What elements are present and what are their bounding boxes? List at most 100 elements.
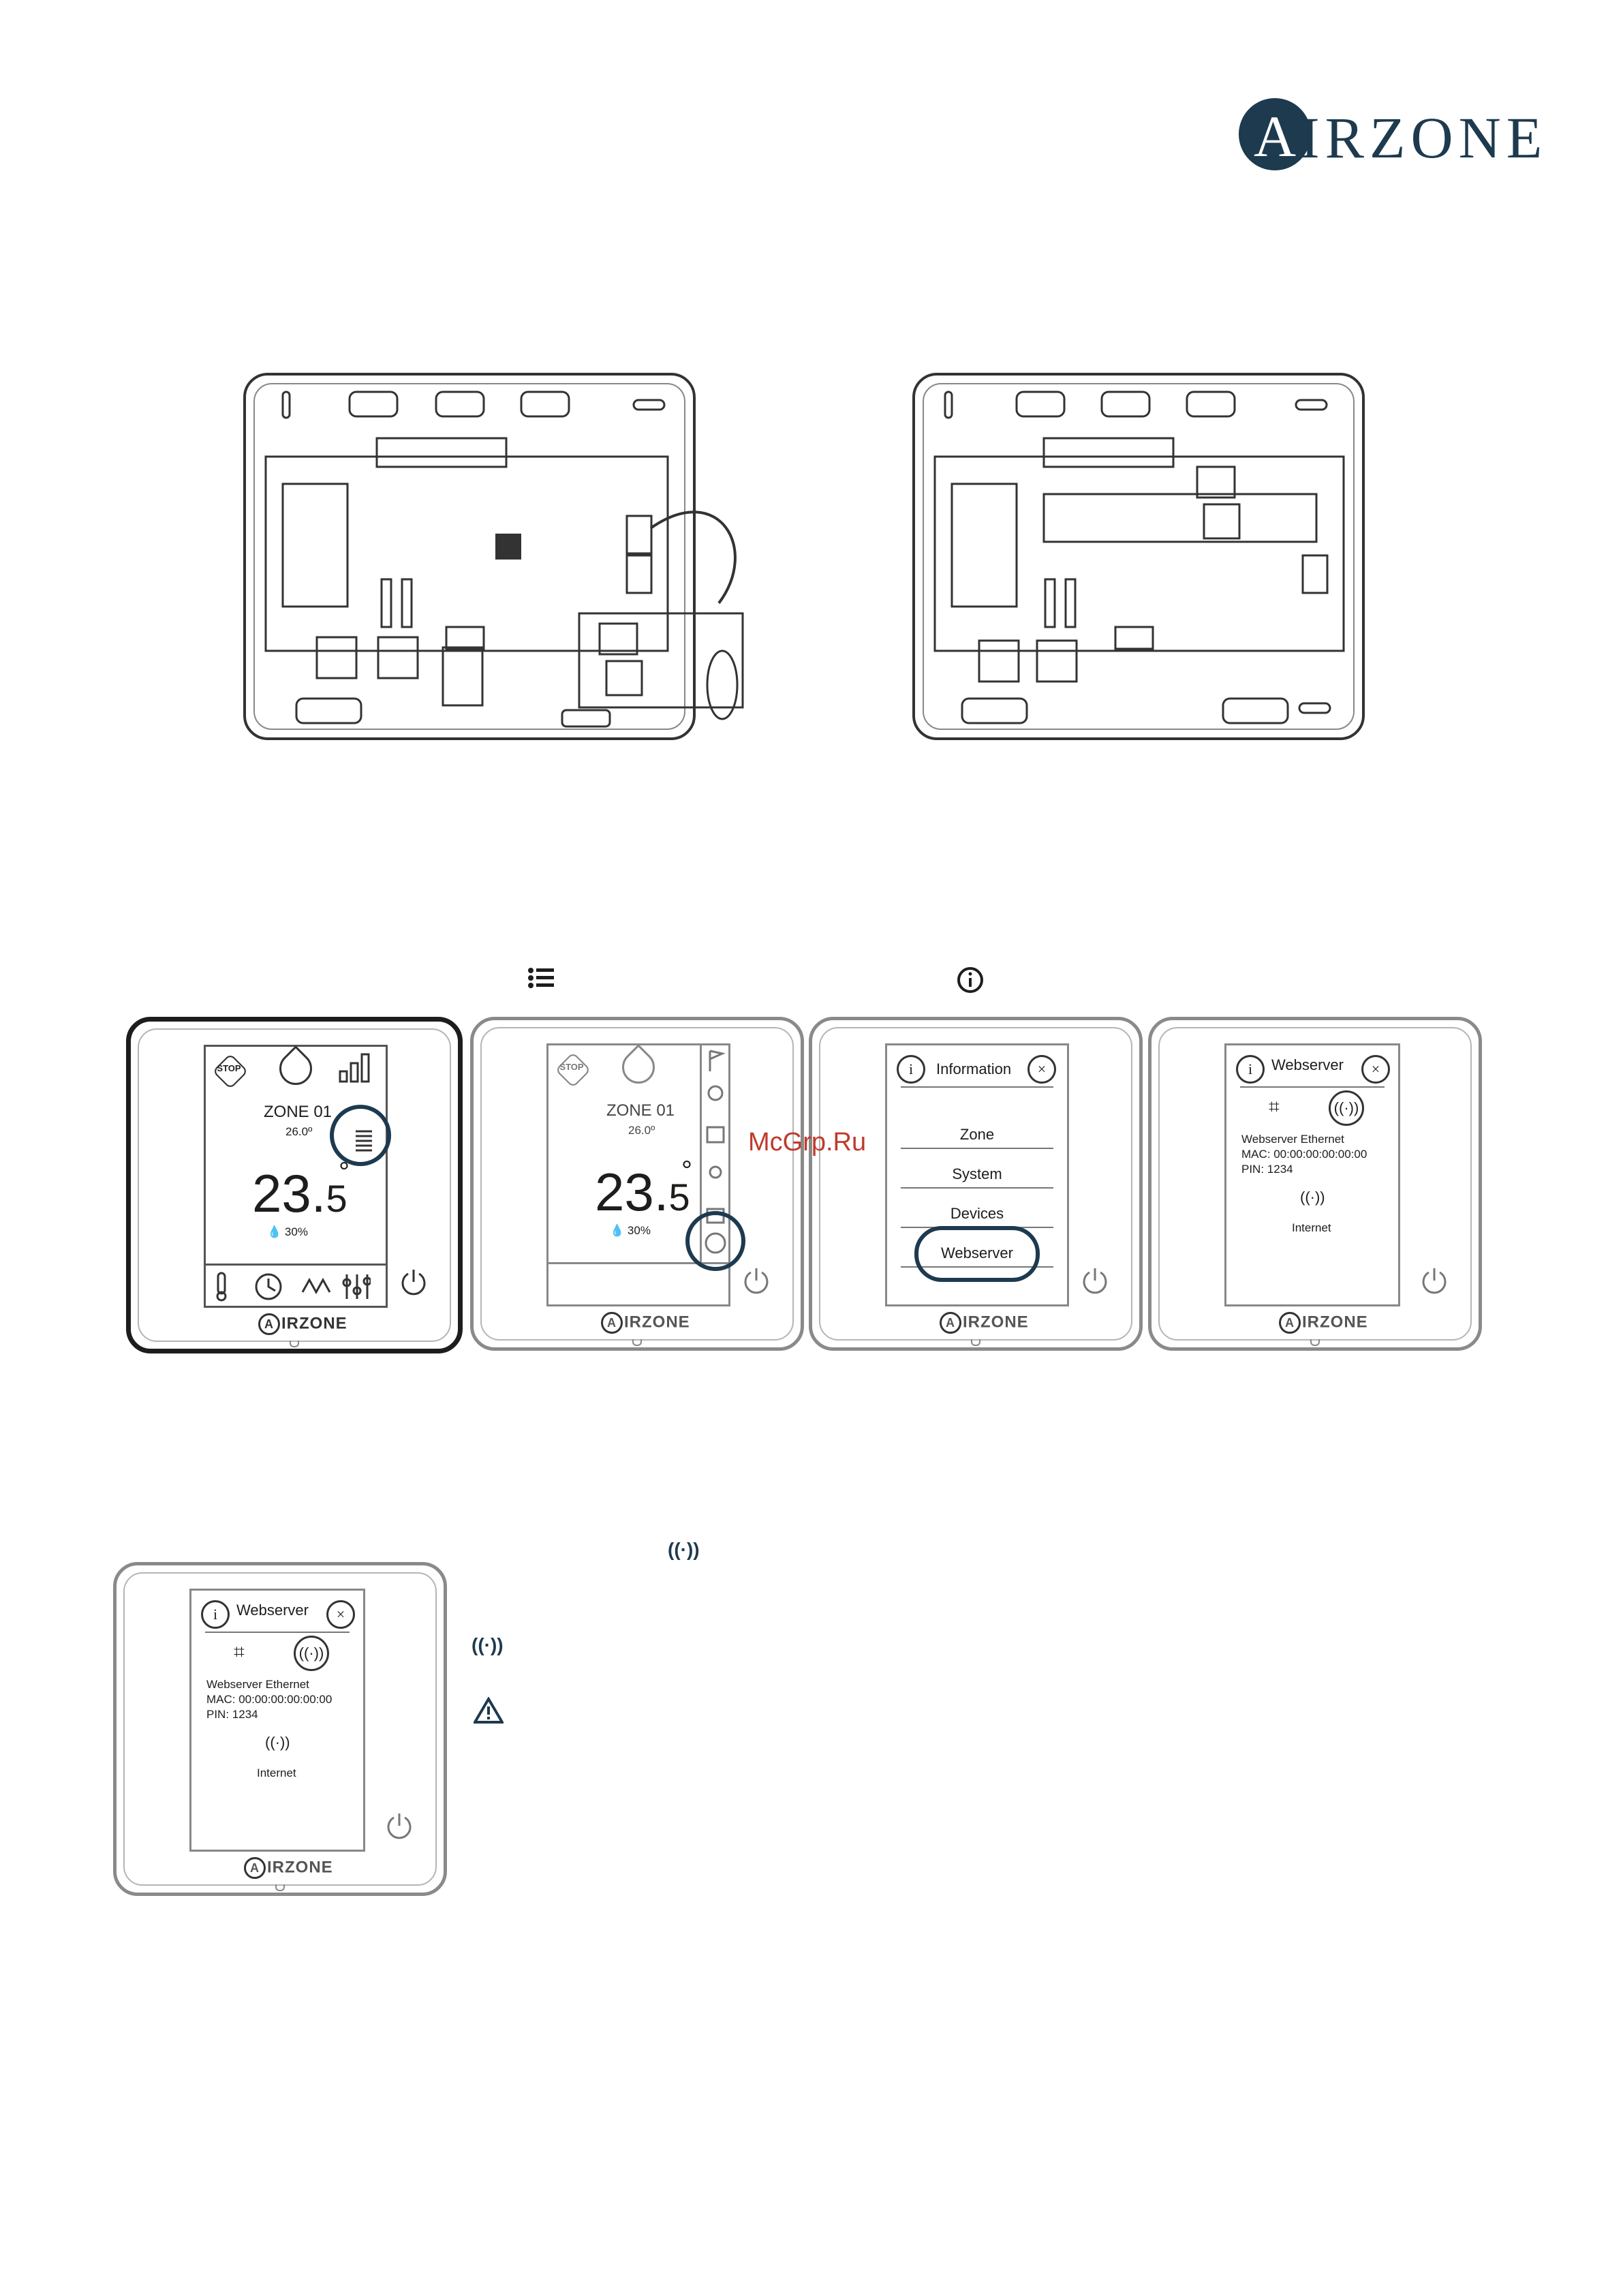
webserver-title: Webserver <box>1271 1056 1344 1073</box>
antenna-icon: ((·)) <box>668 1539 700 1560</box>
drop-icon: 💧 <box>267 1225 282 1238</box>
internet-antenna-icon: ((·)) <box>1300 1189 1325 1206</box>
highlight-menu-circle <box>330 1105 391 1166</box>
bottom-toolbar <box>216 1272 371 1302</box>
info-icon <box>957 966 984 994</box>
watermark: McGrp.Ru <box>748 1128 867 1157</box>
temp-dec: 5 <box>326 1177 347 1220</box>
stop-label: STOP <box>217 1063 241 1073</box>
webserver-type: Webserver Ethernet <box>1241 1133 1344 1146</box>
antenna-icon[interactable]: ((·)) <box>294 1636 329 1671</box>
power-icon[interactable] <box>398 1267 429 1298</box>
humidity-value: 30% <box>627 1224 651 1237</box>
internet-label: Internet <box>257 1766 296 1779</box>
thermostat-bezel <box>1158 1027 1472 1341</box>
airzone-logo: A IRZONE <box>1239 95 1542 174</box>
info-icon: i <box>1236 1055 1265 1084</box>
title-divider <box>1240 1086 1385 1088</box>
board-diagram-after <box>912 373 1365 740</box>
menu-item-devices[interactable]: Devices <box>950 1205 1004 1222</box>
power-icon[interactable] <box>741 1266 772 1297</box>
title-divider <box>205 1632 350 1633</box>
thermostat-webserver: i Webserver × ⌗ ((·)) Webserver Ethernet… <box>1148 1017 1482 1351</box>
menu-divider <box>901 1266 1053 1268</box>
drop-icon: 💧 <box>610 1224 625 1237</box>
menu-item-zone[interactable]: Zone <box>959 1126 995 1143</box>
close-icon[interactable]: × <box>326 1600 355 1629</box>
highlight-webserver <box>914 1226 1040 1282</box>
logo-circle: A <box>1239 98 1311 170</box>
stop-label: STOP <box>559 1062 584 1072</box>
webserver-mac: MAC: 00:00:00:00:00:00 <box>1241 1148 1367 1161</box>
zone-name: ZONE 01 <box>264 1103 333 1121</box>
signal-bars-icon <box>339 1053 370 1083</box>
thermostat-information: i Information × Zone System Devices Webs… <box>809 1017 1143 1351</box>
device-clip <box>971 1339 980 1346</box>
thermostat-screen: i Webserver × ⌗ ((·)) Webserver Ethernet… <box>1224 1043 1400 1306</box>
device-brand-letter: A <box>1279 1312 1301 1334</box>
device-brand-word: IRZONE <box>963 1313 1029 1332</box>
temp-int: 23 <box>595 1162 654 1222</box>
settings-sliders-icon[interactable]: ⌗ <box>234 1641 245 1662</box>
internet-label: Internet <box>1292 1221 1331 1234</box>
screen-divider <box>548 1262 728 1264</box>
setpoint-value: 26.0º <box>285 1125 313 1138</box>
humidity-readout: 💧 30% <box>610 1224 651 1238</box>
setpoint-value: 26.0º <box>628 1124 655 1137</box>
temperature-display: 23.5 <box>595 1162 690 1222</box>
power-icon[interactable] <box>384 1811 415 1842</box>
info-icon: i <box>201 1600 230 1629</box>
warning-icon <box>474 1697 504 1724</box>
menu-item-webserver[interactable]: Webserver <box>941 1244 1013 1261</box>
thermostat-screen: i Webserver × ⌗ ((·)) Webserver Ethernet… <box>189 1589 365 1852</box>
power-icon[interactable] <box>1419 1266 1450 1297</box>
antenna-icon[interactable]: ((·)) <box>1329 1090 1364 1126</box>
title-divider <box>901 1086 1053 1088</box>
eco-leaf-icon[interactable] <box>615 1044 662 1090</box>
info-icon: i <box>897 1055 925 1084</box>
thermostat-bezel <box>138 1028 451 1342</box>
device-brand-word: IRZONE <box>267 1858 333 1877</box>
device-brand-word: IRZONE <box>281 1314 347 1333</box>
humidity-readout: 💧 30% <box>267 1225 308 1239</box>
internet-antenna-icon: ((·)) <box>265 1734 290 1751</box>
thermostat-webserver-detail: i Webserver × ⌗ ((·)) Webserver Ethernet… <box>113 1562 447 1896</box>
device-clip <box>290 1341 299 1347</box>
thermostat-screen: STOP ZONE 01 26.0º 23.5 ° 💧 30% <box>204 1045 388 1308</box>
device-brand-word: IRZONE <box>624 1313 690 1332</box>
temp-dec: 5 <box>668 1176 690 1219</box>
antenna-icon: ((·)) <box>472 1634 504 1655</box>
webserver-pin: PIN: 1234 <box>206 1708 258 1721</box>
close-icon[interactable]: × <box>1361 1055 1390 1084</box>
device-clip <box>632 1339 642 1346</box>
device-clip <box>275 1884 285 1891</box>
list-icon <box>528 966 555 990</box>
device-brand-letter: A <box>244 1857 266 1879</box>
eco-leaf-icon[interactable] <box>273 1045 319 1092</box>
info-title: Information <box>936 1060 1012 1077</box>
temperature-display: 23.5 <box>252 1163 347 1223</box>
webserver-mac: MAC: 00:00:00:00:00:00 <box>206 1693 333 1706</box>
thermostat-bezel <box>480 1027 794 1341</box>
power-icon[interactable] <box>1079 1266 1111 1297</box>
highlight-info-circle <box>685 1211 745 1271</box>
menu-item-system[interactable]: System <box>952 1165 1002 1182</box>
degree-sign: ° <box>681 1156 692 1186</box>
zone-name: ZONE 01 <box>606 1101 675 1120</box>
device-brand-letter: A <box>940 1312 961 1334</box>
device-brand-letter: A <box>601 1312 623 1334</box>
menu-divider <box>901 1187 1053 1189</box>
close-icon[interactable]: × <box>1027 1055 1056 1084</box>
device-clip <box>1310 1339 1320 1346</box>
board-diagram-before <box>243 373 744 740</box>
settings-sliders-icon[interactable]: ⌗ <box>1269 1096 1280 1117</box>
webserver-pin: PIN: 1234 <box>1241 1163 1293 1176</box>
logo-word: IRZONE <box>1300 105 1548 170</box>
